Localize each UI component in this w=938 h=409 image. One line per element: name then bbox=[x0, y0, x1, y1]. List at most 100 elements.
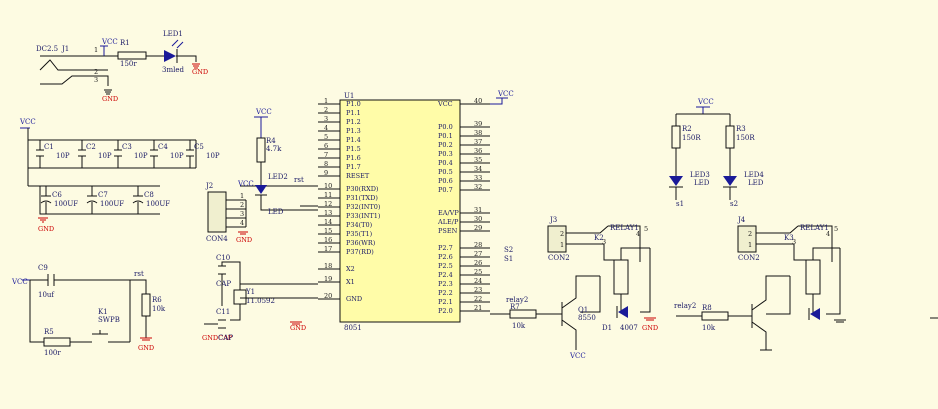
r2-ref: R2 bbox=[682, 125, 692, 133]
q1-part: 8550 bbox=[578, 314, 596, 322]
c11-cap: CAP bbox=[218, 334, 233, 342]
u1-pin-number: 2 bbox=[324, 106, 328, 114]
u1-pin-name: P1.4 bbox=[346, 136, 361, 144]
led3-label: LED bbox=[694, 179, 710, 187]
r3-resistor bbox=[725, 125, 735, 149]
q1-vcc: VCC bbox=[569, 352, 586, 360]
relay1-pin3: 3 bbox=[602, 238, 606, 246]
j3-pin1: 1 bbox=[560, 241, 564, 249]
u1-pin-number: 33 bbox=[474, 174, 482, 182]
u1-pin-number: 19 bbox=[324, 275, 332, 283]
u1-pin-number: 25 bbox=[474, 268, 482, 276]
y1-crystal bbox=[233, 289, 247, 305]
u1-pin-number: 4 bbox=[324, 124, 328, 132]
u1-pin-name: P34(T0) bbox=[346, 221, 373, 229]
y1-ref: Y1 bbox=[245, 288, 255, 296]
reset-gnd: GND bbox=[138, 344, 154, 352]
relay1-pin4: 4 bbox=[636, 230, 640, 238]
small-cap-value: 10P bbox=[170, 152, 184, 160]
j2-pin2: 2 bbox=[240, 201, 244, 209]
j3-pin2: 2 bbox=[560, 230, 564, 238]
caps-vcc-label: VCC bbox=[19, 118, 36, 126]
caps-gnd: GND bbox=[38, 225, 54, 233]
r1-value: 150r bbox=[120, 60, 137, 68]
r4-ref: R4 bbox=[266, 137, 276, 145]
d2-diode-icon bbox=[810, 308, 820, 320]
u1-pin-name: X1 bbox=[346, 278, 355, 286]
r4-value: 4.7k bbox=[266, 145, 282, 153]
r4-led2-section: VCC R4 4.7k LED2 LED rst J2 1 2 3 4 CON4… bbox=[205, 108, 318, 244]
relay1-coil bbox=[613, 259, 629, 295]
u1-pin-number: 3 bbox=[324, 115, 328, 123]
led1-diode-icon bbox=[164, 50, 176, 62]
dc-jack-symbol bbox=[39, 55, 88, 85]
dc-jack-part: DC2.5 bbox=[36, 45, 58, 53]
r4-vcc: VCC bbox=[255, 108, 272, 116]
u1-pin-number: 38 bbox=[474, 129, 482, 137]
vcc-label: VCC bbox=[101, 38, 118, 46]
u1-pin-number: 12 bbox=[324, 200, 332, 208]
r6-resistor bbox=[141, 293, 151, 317]
r6-value: 10k bbox=[152, 305, 166, 313]
u1-pin-name: P0.0 bbox=[438, 123, 453, 131]
led1-ref: LED1 bbox=[163, 30, 183, 38]
u1-pin-name: X2 bbox=[346, 265, 355, 273]
j2-vcc: VCC bbox=[237, 180, 254, 188]
u1-pin-name: P1.5 bbox=[346, 145, 361, 153]
k3-ref: K3 bbox=[784, 234, 794, 242]
u1-pin-number: 8 bbox=[324, 160, 328, 168]
u1-pin-number: 21 bbox=[474, 304, 482, 312]
reset-section: VCC C9 10uf rst R6 10k GND R5 100r K1 SW… bbox=[11, 264, 166, 357]
q2-transistor bbox=[751, 275, 790, 351]
u1-pin-name: RESET bbox=[346, 172, 370, 180]
j2-pin1: 1 bbox=[240, 192, 244, 200]
led1-light-icon bbox=[171, 39, 184, 49]
dc-jack-section: DC2.5 J1 1 2 3 GND VCC R1 150r LED1 3mle… bbox=[36, 30, 208, 103]
small-cap-ref: C2 bbox=[86, 143, 96, 151]
u1-pin-name: P1.2 bbox=[346, 118, 361, 126]
j2-gnd: GND bbox=[236, 236, 252, 244]
r1-resistor bbox=[117, 51, 147, 60]
u1-pin-number: 35 bbox=[474, 156, 482, 164]
u1-pin-name: P1.6 bbox=[346, 154, 361, 162]
u1-pin-name: P35(T1) bbox=[346, 230, 373, 238]
u1-pin-name: P2.3 bbox=[438, 280, 453, 288]
u1-pin-number: 6 bbox=[324, 142, 328, 150]
led3-diode-icon bbox=[669, 176, 683, 186]
u1-pin-name: VCC bbox=[437, 100, 453, 108]
j3-part: CON2 bbox=[548, 254, 570, 262]
u1-pin-name: P1.7 bbox=[346, 163, 361, 171]
u1-pin-name: P2.4 bbox=[438, 271, 453, 279]
k1-part: SWPB bbox=[98, 316, 120, 324]
u1-pin-name: P2.5 bbox=[438, 262, 453, 270]
crystal-section: C10 CAP Y1 11.0592 C11 GNDCAP CAP bbox=[202, 254, 318, 342]
r3-ref: R3 bbox=[736, 125, 746, 133]
dc-jack-ref: J1 bbox=[61, 45, 69, 53]
led2-diode-icon bbox=[255, 185, 267, 194]
big-cap-ref: C7 bbox=[98, 191, 108, 199]
r3-value: 150R bbox=[736, 134, 755, 142]
rst-net-label: rst bbox=[294, 176, 304, 184]
relay2-pin4: 4 bbox=[826, 230, 830, 238]
u1-pin-name: P32(INT0) bbox=[346, 203, 381, 211]
j4-pin2: 2 bbox=[748, 230, 752, 238]
u1-pin-name: P0.5 bbox=[438, 168, 453, 176]
u1-pin-number: 23 bbox=[474, 286, 482, 294]
gnd-label: GND bbox=[102, 95, 118, 103]
small-cap-ref: C5 bbox=[194, 143, 204, 151]
u1-pin-number: 11 bbox=[324, 191, 332, 199]
u1-pin-number: 39 bbox=[474, 120, 482, 128]
small-cap-value: 10P bbox=[206, 152, 220, 160]
small-cap-ref: C4 bbox=[158, 143, 168, 151]
j2-ref: J2 bbox=[205, 182, 213, 190]
u1-pin-name: P0.2 bbox=[438, 141, 453, 149]
u1-pin-name: P2.1 bbox=[438, 298, 453, 306]
u1-pin-number: 24 bbox=[474, 277, 482, 285]
u1-pin-number: 27 bbox=[474, 250, 482, 258]
u1-pin-number: 22 bbox=[474, 295, 482, 303]
u1-pin-name: P30(RXD) bbox=[346, 185, 379, 193]
